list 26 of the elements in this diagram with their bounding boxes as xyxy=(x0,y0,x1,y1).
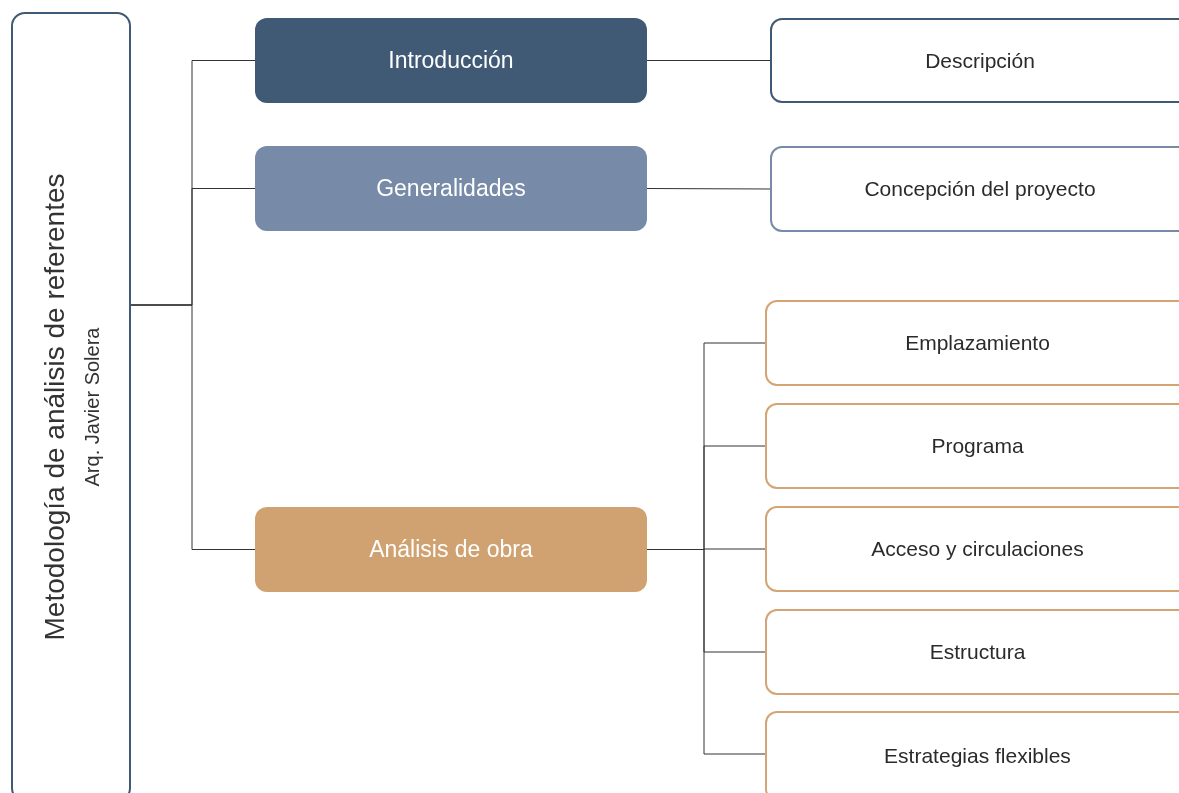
box-label: Concepción del proyecto xyxy=(864,177,1096,200)
title-panel xyxy=(11,12,131,793)
section-box xyxy=(255,18,647,103)
box-label: Acceso y circulaciones xyxy=(871,537,1084,560)
connector-line xyxy=(646,188,771,190)
box-label: Generalidades xyxy=(376,175,526,202)
connector-line xyxy=(646,60,771,61)
topic-box xyxy=(765,403,1179,489)
topic-box xyxy=(765,300,1179,386)
topic-box xyxy=(765,609,1179,695)
box-label: Descripción xyxy=(925,48,1035,72)
connector-line xyxy=(130,304,256,550)
topic-box xyxy=(765,711,1179,793)
author-name: Arq. Javier Solera xyxy=(80,327,104,487)
box-label: Programa xyxy=(931,434,1024,457)
box-label: Emplazamiento xyxy=(905,331,1050,354)
box-label: Estrategias flexibles xyxy=(884,744,1071,767)
topic-box xyxy=(770,146,1179,232)
box-label: Análisis de obra xyxy=(369,536,533,563)
topic-box xyxy=(765,506,1179,592)
section-box xyxy=(255,146,647,231)
box-label: Introducción xyxy=(388,47,514,74)
topic-box xyxy=(770,18,1179,103)
section-box xyxy=(255,507,647,592)
box-label: Estructura xyxy=(929,640,1026,663)
panel-heading: Metodología de análisis de referentes xyxy=(38,173,71,641)
